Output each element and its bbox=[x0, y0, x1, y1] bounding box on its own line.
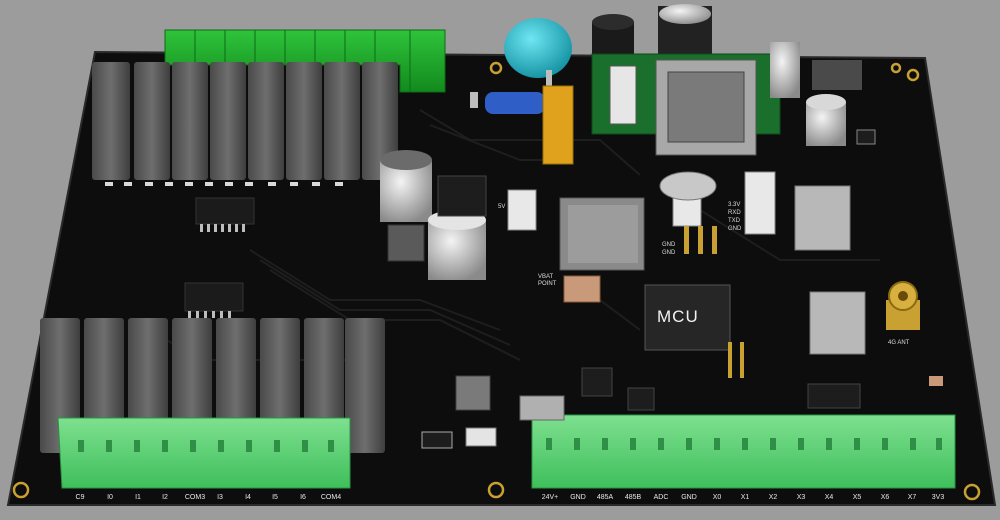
jst-connector-1 bbox=[507, 189, 537, 231]
mcu-chip: MCU bbox=[644, 284, 731, 351]
top-relay-bank bbox=[92, 62, 398, 180]
yellow-capacitor bbox=[542, 85, 574, 165]
terminal-label: I0 bbox=[107, 494, 113, 501]
ic-small-2 bbox=[627, 387, 655, 411]
vbat-label: VBAT bbox=[538, 274, 554, 280]
terminal-label: I3 bbox=[217, 494, 223, 501]
terminal-label: I2 bbox=[162, 494, 168, 501]
terminal-label: I5 bbox=[272, 494, 278, 501]
electrolytic-cap-center-1 bbox=[380, 150, 432, 222]
electrolytic-cap-right-3 bbox=[806, 94, 846, 146]
terminal-label: COM3 bbox=[185, 494, 205, 501]
terminal-label: COM4 bbox=[321, 494, 341, 501]
terminal-label: 3V3 bbox=[932, 494, 945, 501]
sim-slot-1 bbox=[794, 185, 851, 251]
electrolytic-cap-right-1 bbox=[770, 42, 800, 98]
antenna-label: 4G ANT bbox=[888, 340, 910, 346]
power-module bbox=[591, 53, 781, 156]
pin-label: GND bbox=[728, 226, 742, 232]
terminal-label: X7 bbox=[908, 494, 917, 501]
terminal-label: GND bbox=[681, 494, 697, 501]
pin-label: GND bbox=[662, 242, 676, 248]
driver-ic-bottom bbox=[184, 282, 244, 318]
top-right-ic bbox=[856, 129, 876, 145]
ic-small-1 bbox=[581, 367, 613, 397]
right-terminal-block bbox=[531, 414, 956, 489]
terminal-label: I4 bbox=[245, 494, 251, 501]
terminal-label: I6 bbox=[300, 494, 306, 501]
terminal-label: ADC bbox=[654, 494, 669, 501]
right-terminal-labels: 24V+ GND 485A 485B ADC GND X0 X1 X2 X3 X… bbox=[542, 494, 945, 501]
smd-diode bbox=[421, 431, 453, 449]
driver-ic-top bbox=[195, 197, 255, 232]
pin-header-2 bbox=[728, 342, 744, 378]
terminal-label: X2 bbox=[769, 494, 778, 501]
disc-capacitor bbox=[504, 18, 572, 98]
pin-header-labels: GND GND 3.3V RXD TXD GND bbox=[662, 202, 742, 256]
terminal-label: X1 bbox=[741, 494, 750, 501]
pin-header bbox=[684, 226, 717, 254]
electrolytic-cap-center-2 bbox=[428, 210, 486, 280]
left-terminal-block bbox=[57, 417, 351, 489]
electrolytic-cap-top-2 bbox=[658, 4, 712, 54]
antenna-connector bbox=[886, 281, 920, 330]
sim-slot-2 bbox=[809, 291, 866, 355]
terminal-label: 485A bbox=[597, 494, 614, 501]
terminal-label: X5 bbox=[853, 494, 862, 501]
silk-5v: 5V bbox=[498, 204, 505, 210]
crystal bbox=[519, 395, 565, 421]
terminal-label: C9 bbox=[76, 494, 85, 501]
vbat-label: POINT bbox=[538, 281, 557, 287]
terminal-label: 24V+ bbox=[542, 494, 559, 501]
electrolytic-cap-right-2 bbox=[812, 60, 862, 90]
ic-small-3 bbox=[807, 383, 861, 409]
jst-connector-2 bbox=[744, 171, 776, 235]
pin-label: RXD bbox=[728, 210, 741, 216]
smd-resistor bbox=[929, 376, 943, 386]
cellular-module bbox=[559, 197, 645, 271]
terminal-label: X6 bbox=[881, 494, 890, 501]
terminal-label: GND bbox=[570, 494, 586, 501]
mcu-label: MCU bbox=[657, 307, 699, 326]
pin-label: GND bbox=[662, 250, 676, 256]
smd-inductor-2 bbox=[465, 427, 497, 447]
terminal-label: I1 bbox=[135, 494, 141, 501]
terminal-label: X4 bbox=[825, 494, 834, 501]
pin-label: TXD bbox=[728, 218, 741, 224]
vbat-pad bbox=[563, 275, 601, 303]
left-terminal-labels: C9 I0 I1 I2 COM3 I3 I4 I5 I6 COM4 bbox=[76, 494, 342, 501]
terminal-label: 485B bbox=[625, 494, 642, 501]
terminal-label: X0 bbox=[713, 494, 722, 501]
coin-cell-battery bbox=[659, 171, 717, 201]
regulator-ic bbox=[437, 175, 487, 217]
pin-label: 3.3V bbox=[728, 202, 740, 208]
status-leds bbox=[105, 182, 343, 186]
inductor bbox=[387, 224, 425, 262]
smd-inductor-1 bbox=[455, 375, 491, 411]
terminal-label: X3 bbox=[797, 494, 806, 501]
